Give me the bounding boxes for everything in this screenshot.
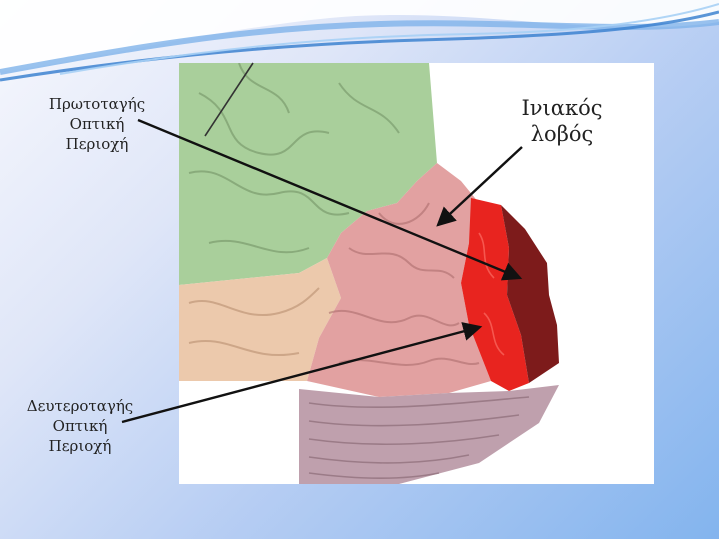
primary-label-line2: Οπτική	[22, 114, 172, 134]
cerebellum	[299, 385, 559, 484]
primary-label-line1: Πρωτοταγής	[22, 94, 172, 114]
primary-label-line3: Περιοχή	[22, 134, 172, 154]
secondary-label-line1: Δευτεροταγής	[15, 396, 145, 416]
secondary-visual-area-label: Δευτεροταγής Οπτική Περιοχή	[15, 396, 145, 456]
occipital-label-line1: Ινιακός	[507, 95, 617, 121]
occipital-label-line2: λοβός	[507, 121, 617, 147]
primary-visual-area-label: Πρωτοταγής Οπτική Περιοχή	[22, 94, 172, 154]
occipital-lobe-label: Ινιακός λοβός	[507, 95, 617, 147]
secondary-label-line3: Περιοχή	[15, 436, 145, 456]
secondary-label-line2: Οπτική	[15, 416, 145, 436]
